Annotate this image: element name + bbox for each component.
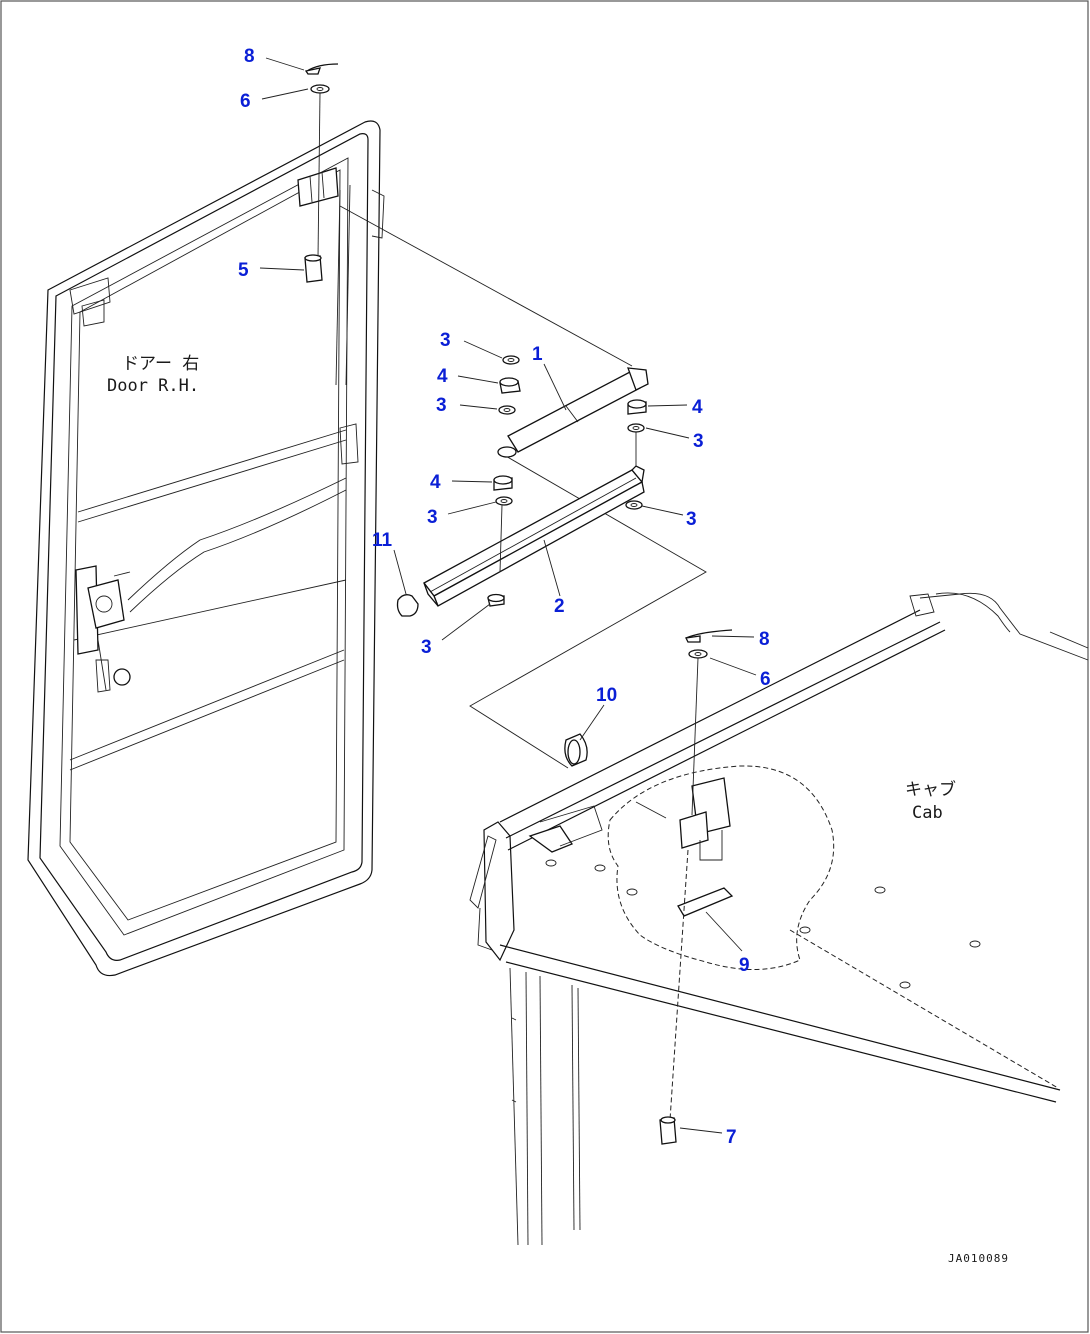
washers-and-nuts xyxy=(487,355,647,607)
callout-8-cab: 8 xyxy=(759,629,770,650)
callout-8-top: 8 xyxy=(244,46,255,67)
callout-3-c: 3 xyxy=(693,431,704,452)
callout-3-f: 3 xyxy=(421,637,432,658)
callout-2: 2 xyxy=(554,596,565,617)
cab-label-en: Cab xyxy=(912,803,943,823)
gas-strut xyxy=(497,367,649,458)
door-label-jp: ドアー 右 xyxy=(122,354,199,374)
door-rh: ドアー 右 Door R.H. xyxy=(27,120,385,977)
reference-line-top xyxy=(339,205,633,367)
door-label-en: Door R.H. xyxy=(107,376,199,396)
cab-hinge-pin-stack xyxy=(659,629,733,1145)
cab-roof xyxy=(469,592,1089,1246)
callout-7: 7 xyxy=(726,1127,737,1148)
callout-9: 9 xyxy=(739,955,750,976)
callout-11: 11 xyxy=(372,530,393,551)
rubber-stopper xyxy=(396,594,419,617)
cab-label-jp: キャブ xyxy=(905,779,956,800)
callout-1: 1 xyxy=(532,344,543,365)
callout-3-b: 3 xyxy=(436,395,447,416)
callout-3-a: 3 xyxy=(440,330,451,351)
leader-lines xyxy=(259,57,757,1134)
callout-4-a: 4 xyxy=(437,366,448,387)
callout-5: 5 xyxy=(238,260,249,281)
cab-hinge-assembly xyxy=(635,777,734,917)
callout-4-c: 4 xyxy=(430,472,441,493)
drawing-code: JA010089 xyxy=(948,1252,1009,1265)
callout-4-b: 4 xyxy=(692,397,703,418)
callout-numbers: 8 6 5 3 4 3 1 4 3 4 3 3 11 2 3 8 6 10 9 … xyxy=(238,46,771,1148)
callout-10: 10 xyxy=(596,685,617,706)
door-hinge-pin-stack xyxy=(304,63,339,283)
stay-rail xyxy=(423,465,645,607)
door-lock-assembly xyxy=(75,565,131,693)
cushion xyxy=(564,733,588,767)
callout-3-e: 3 xyxy=(686,509,697,530)
callout-6-cab: 6 xyxy=(760,669,771,690)
callout-3-d: 3 xyxy=(427,507,438,528)
detail-outline xyxy=(607,765,835,970)
callout-6-top: 6 xyxy=(240,91,251,112)
